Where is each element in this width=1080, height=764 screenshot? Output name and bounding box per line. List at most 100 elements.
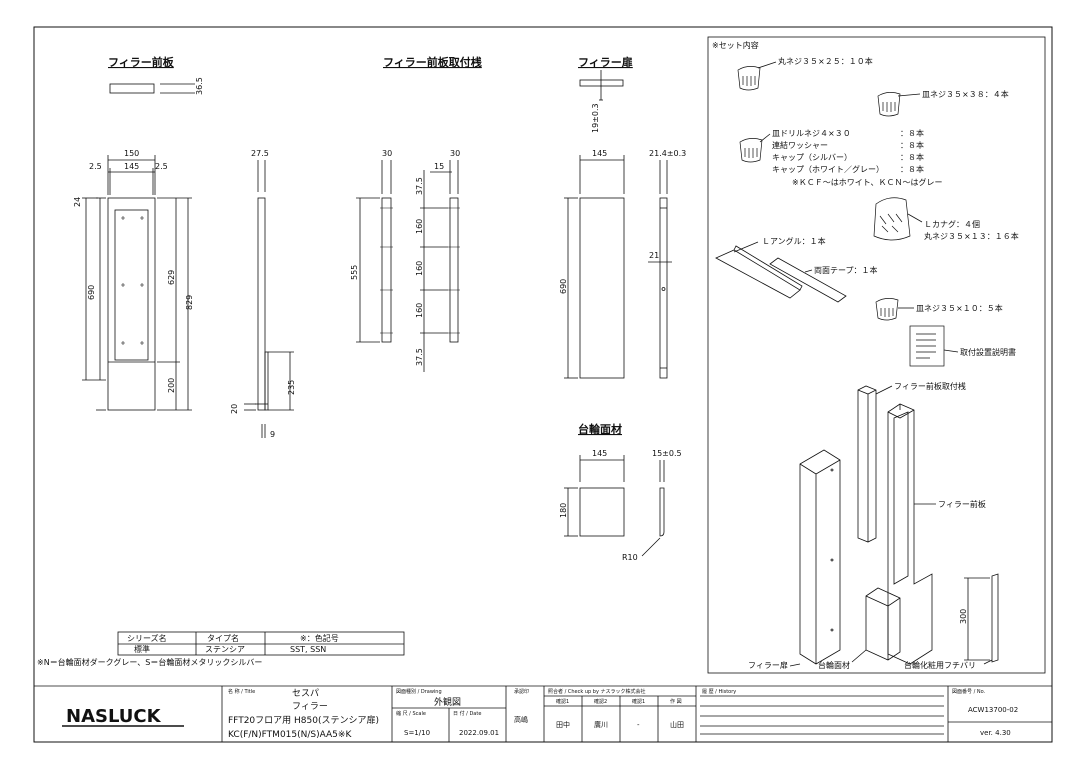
dim-fp-base: 200 bbox=[167, 378, 176, 393]
iso-base-trim-label: 台輪化粧用フチバリ bbox=[904, 660, 976, 670]
check-val-4: 山田 bbox=[670, 720, 684, 729]
cap-silver-name: キャップ（シルバー） bbox=[772, 153, 852, 162]
color-table-series: 標準 bbox=[134, 644, 150, 654]
screw-bag-icon bbox=[875, 298, 899, 321]
dim-rail-a: 30 bbox=[382, 149, 392, 158]
item-screw-10: 皿ネジ３５×１０：５本 bbox=[916, 303, 1003, 313]
title-name-2: フィラー bbox=[292, 701, 328, 712]
fp-front-view bbox=[107, 197, 156, 411]
title-name-3: FFT20フロア用 H850(ステンシア扉) bbox=[228, 714, 379, 726]
l-angle-drawing bbox=[715, 245, 803, 299]
item-screw-38: 皿ネジ３５×３８：４本 bbox=[922, 89, 1009, 99]
iso-front-plate-label: フィラー前板 bbox=[938, 499, 986, 509]
view-title-front-plate: フィラー前板 bbox=[108, 55, 175, 69]
iso-base-face bbox=[865, 587, 901, 661]
dim-rail-c: 15 bbox=[434, 162, 444, 171]
door-hinge-mark bbox=[661, 287, 666, 291]
dim-door-side: 21.4±0.3 bbox=[649, 149, 686, 158]
date-label: 日 付 / Date bbox=[453, 710, 481, 717]
dim-door-hinge: 21 bbox=[649, 251, 659, 260]
dim-brace-height: 300 bbox=[959, 609, 968, 624]
screw-bag-icon bbox=[737, 66, 761, 91]
dim-fp-width: 150 bbox=[124, 149, 139, 158]
check-val-3: - bbox=[637, 721, 640, 729]
approve-value: 高嶋 bbox=[514, 715, 528, 724]
check-col-1: 確認1 bbox=[556, 698, 569, 705]
iso-front-plate bbox=[887, 403, 933, 665]
check-val-2: 廣川 bbox=[594, 720, 608, 729]
manual: 取付設置説明書 bbox=[960, 347, 1016, 357]
dim-base-thickness: 15±0.5 bbox=[652, 449, 682, 458]
fp-screw-marks bbox=[121, 216, 144, 345]
color-table-codes: SST, SSN bbox=[290, 645, 326, 654]
version: ver. 4.30 bbox=[980, 729, 1011, 737]
manual-icon bbox=[909, 325, 945, 367]
dim-rail-end-top: 37.5 bbox=[415, 177, 424, 195]
dim-rail-pitch-1: 160 bbox=[415, 219, 424, 234]
iso-door-label: フィラー扉 bbox=[748, 660, 788, 670]
name-label: 名 称 / Title bbox=[228, 688, 255, 695]
date-value: 2022.09.01 bbox=[459, 729, 499, 737]
iso-filler-door bbox=[799, 449, 841, 665]
screw-bag-icon bbox=[877, 92, 901, 117]
door-side-view bbox=[659, 197, 668, 379]
check-col-2: 確認2 bbox=[594, 698, 607, 705]
door-top-section bbox=[579, 79, 624, 87]
washer-qty: ：８本 bbox=[900, 140, 924, 150]
history-label: 履 歴 / History bbox=[702, 689, 736, 695]
drill-screw-name: 皿ドリルネジ４×３０ bbox=[772, 129, 851, 138]
base-side-view bbox=[659, 487, 665, 537]
drawing-label: 図面種別 / Drawing bbox=[396, 688, 442, 695]
set-contents-heading: ※セット内容 bbox=[712, 40, 759, 50]
dim-fp-height: 690 bbox=[87, 285, 96, 300]
drill-screw-qty: ：８本 bbox=[900, 128, 924, 138]
drawing-type: 外観図 bbox=[434, 696, 461, 708]
washer-name: 連結ワッシャー bbox=[772, 140, 828, 150]
title-name-1: セスパ bbox=[292, 688, 319, 699]
dim-fp-thickness: 36.5 bbox=[195, 77, 204, 95]
dim-side-foot: 9 bbox=[270, 430, 275, 439]
iso-base-trim bbox=[991, 573, 999, 663]
screw-bag-icon bbox=[739, 138, 763, 163]
l-bracket-bag-icon bbox=[873, 197, 911, 241]
view-title-mounting-rail: フィラー前板取付桟 bbox=[383, 55, 482, 69]
rail-hole-marks bbox=[380, 207, 460, 334]
check-col-4: 作 図 bbox=[670, 698, 682, 705]
dim-rail-end-bottom: 37.5 bbox=[415, 348, 424, 366]
drawing-number: ACW13700-02 bbox=[968, 706, 1018, 714]
item-screw-25: 丸ネジ３５×２５：１０本 bbox=[778, 56, 873, 66]
dim-side-panel: 235 bbox=[287, 380, 296, 395]
dim-fp-panel: 629 bbox=[167, 270, 176, 285]
scale-label: 縮 尺 / Scale bbox=[396, 710, 426, 717]
cap-silver-qty: ：８本 bbox=[900, 152, 924, 162]
dim-fp-top: 24 bbox=[73, 197, 82, 207]
dim-base-height: 180 bbox=[559, 503, 568, 518]
title-block-grid bbox=[34, 685, 1052, 742]
dim-fp-side-left: 2.5 bbox=[89, 162, 102, 171]
dim-door-height: 690 bbox=[559, 279, 568, 294]
title-name-4: KC(F/N)FTM015(N/S)AA5※K bbox=[228, 730, 352, 740]
fp-side-flange bbox=[264, 351, 269, 411]
check-val-1: 田中 bbox=[556, 720, 570, 729]
color-table-header-type: タイプ名 bbox=[207, 633, 239, 643]
base-front-view bbox=[579, 487, 625, 537]
cap-white-qty: ：８本 bbox=[900, 164, 924, 174]
dim-base-radius: R10 bbox=[622, 553, 638, 562]
dim-rail-pitch-3: 160 bbox=[415, 303, 424, 318]
iso-mounting-rail bbox=[857, 385, 877, 543]
dim-fp-total: 829 bbox=[185, 295, 194, 310]
door-front-view bbox=[579, 197, 625, 379]
iso-rail-label: フィラー前板取付桟 bbox=[894, 381, 966, 391]
check-label: 照合者 / Check up by ナスラック株式会社 bbox=[548, 688, 646, 695]
cap-note: ※ＫＣＦ～はホワイト、ＫＣＮ～はグレー bbox=[792, 177, 943, 187]
iso-base-face-label: 台輪面材 bbox=[818, 660, 850, 670]
fp-side-view bbox=[257, 197, 266, 411]
scale-value: S=1/10 bbox=[404, 729, 430, 737]
rail-side-view bbox=[449, 197, 459, 343]
cap-white-name: キャップ（ホワイト／グレー） bbox=[772, 164, 884, 174]
tape-drawing bbox=[769, 257, 847, 303]
dim-rail-length: 555 bbox=[350, 265, 359, 280]
color-table-type: ステンシア bbox=[205, 645, 245, 654]
view-title-base-face: 台輪面材 bbox=[578, 422, 622, 436]
